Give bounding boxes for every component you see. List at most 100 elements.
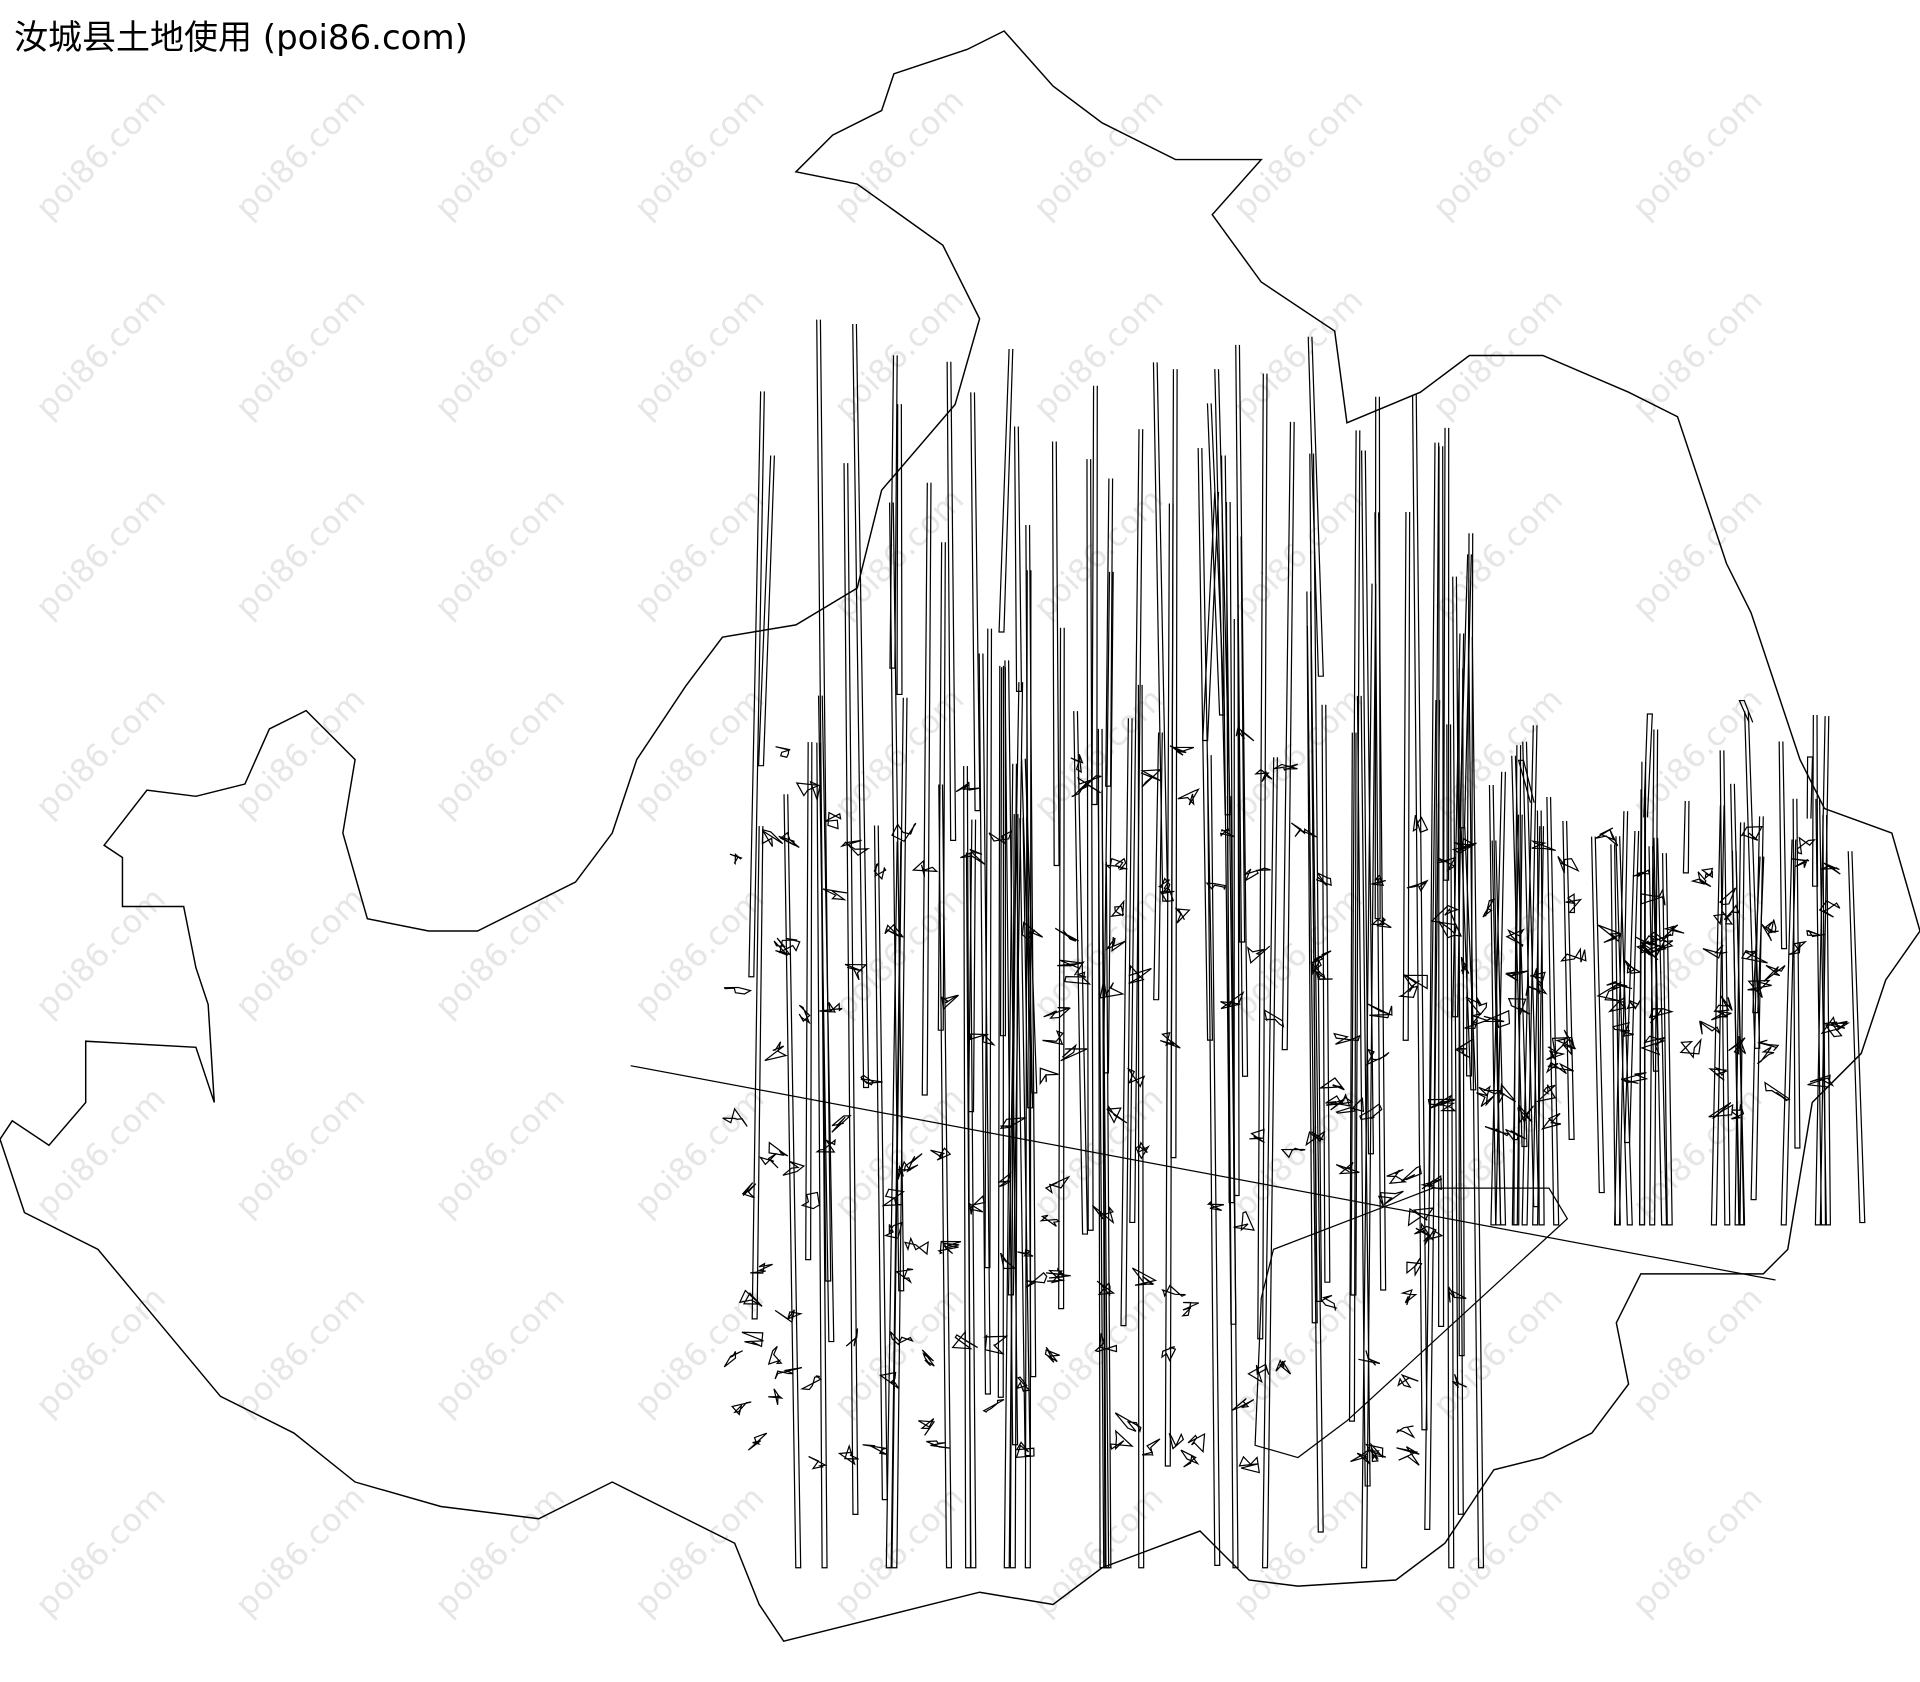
parcel-patch [1310,960,1323,976]
parcel-shape [1321,704,1331,1283]
parcel-patch [831,1115,852,1133]
watermark-text: poi86.com [1625,481,1770,626]
parcel-patch [881,1188,906,1207]
parcel-shape [1257,373,1268,1340]
watermark-text: poi86.com [1026,281,1171,426]
parcel-patch [1367,1003,1393,1019]
parcel-patch [1761,923,1779,942]
parcel-patch [883,1221,903,1239]
parcel-patch [1723,904,1740,921]
watermark-text: poi86.com [1625,1279,1770,1424]
parcel-shape [1719,750,1731,1226]
parcel-patch [1105,936,1127,952]
parcel-patch [1254,768,1273,782]
parcel-shape [1086,459,1094,1231]
parcel-patch [1397,1373,1419,1389]
watermark-text: poi86.com [28,481,173,626]
parcel-shape [1374,396,1381,920]
parcel-patch [1169,745,1195,756]
watermark-text: poi86.com [1425,81,1570,226]
parcel-patch [1110,899,1125,917]
parcel-patch [862,1444,887,1455]
parcel-patch [1447,1286,1467,1303]
parcel-patch [1620,1072,1649,1085]
parcel-shape [1460,826,1477,1091]
parcel-patch [1420,1175,1443,1191]
parcel-patch [1315,971,1333,981]
parcel-patch [1437,1099,1457,1112]
parcel-patch [1181,1301,1200,1317]
parcel-patch [1109,1429,1134,1451]
parcel-patch [1246,945,1271,965]
parcel-patch [1220,990,1245,1010]
parcel-shape [1235,344,1249,1077]
parcel-shape [1446,724,1455,1569]
parcel-patch [723,986,753,995]
parcel-patch [779,937,801,954]
parcel-patch [1054,927,1079,942]
parcel-patch [1712,909,1734,926]
parcel-patch [1047,1269,1065,1284]
parcel-patch [800,1375,822,1391]
parcel-patch [778,831,800,849]
parcel-shape [816,319,832,1282]
parcel-patch [1606,980,1633,990]
parcel-shape [1058,627,1065,1310]
parcel-shape [1120,718,1133,1327]
parcel-patch [1546,1046,1566,1061]
parcel-shape [1206,755,1221,1567]
parcel-long-line [630,1065,1776,1281]
parcel-patch [1141,1438,1161,1456]
parcel-patch [738,1289,763,1307]
watermark-text: poi86.com [627,481,772,626]
parcel-patch [1318,1077,1345,1091]
parcel-patch [1273,763,1298,771]
parcel-patch [1612,1021,1634,1037]
parcel-patch [1205,882,1226,890]
parcel-patch [1370,916,1392,929]
watermark-text: poi86.com [427,481,572,626]
watermark-text: poi86.com [28,1479,173,1624]
watermark-text: poi86.com [1225,1279,1370,1424]
parcel-patch [723,1350,743,1368]
parcel-shape [1022,817,1034,1109]
watermark-text: poi86.com [1625,1479,1770,1624]
watermark-text: poi86.com [427,81,572,226]
watermark-text: poi86.com [826,81,971,226]
parcel-patch [1275,1359,1292,1375]
parcel-patch [921,1349,935,1367]
watermark-text: poi86.com [427,281,572,426]
parcel-patch [1043,1007,1072,1019]
parcel-patch [1315,872,1332,887]
parcel-shape [1752,856,1765,1014]
parcel-patch [722,1107,748,1127]
parcel-patch [1663,924,1685,937]
parcel-patch [1039,1067,1059,1086]
parcel-patch [1632,869,1651,878]
parcel-shape [1361,583,1377,1569]
parcel-patch [1371,1447,1387,1461]
parcel-large-polygon [1254,1187,1569,1459]
parcel-shape [1438,446,1445,1328]
parcel-patch [815,1138,836,1153]
parcel-patch [988,830,1013,845]
parcel-patch [982,1399,1005,1413]
parcel-shape [1562,821,1575,1141]
parcel-patch [1180,1449,1200,1468]
parcel-patch [767,1345,783,1366]
parcel-patch [1326,1096,1354,1111]
parcel-shape [1730,783,1746,1226]
watermark-text: poi86.com [427,680,572,825]
parcel-shape [1202,491,1220,742]
parcel-patch [1764,919,1777,934]
watermark-text: poi86.com [1026,1479,1171,1624]
parcel-patch [1806,929,1826,938]
parcel-patch [879,1371,900,1389]
parcel-patch [1530,840,1556,852]
parcel-shape [1051,441,1060,867]
watermark-text: poi86.com [28,81,173,226]
parcel-patch [1451,1374,1467,1389]
parcel-patch [891,822,917,843]
parcel-shape [1170,369,1178,1159]
